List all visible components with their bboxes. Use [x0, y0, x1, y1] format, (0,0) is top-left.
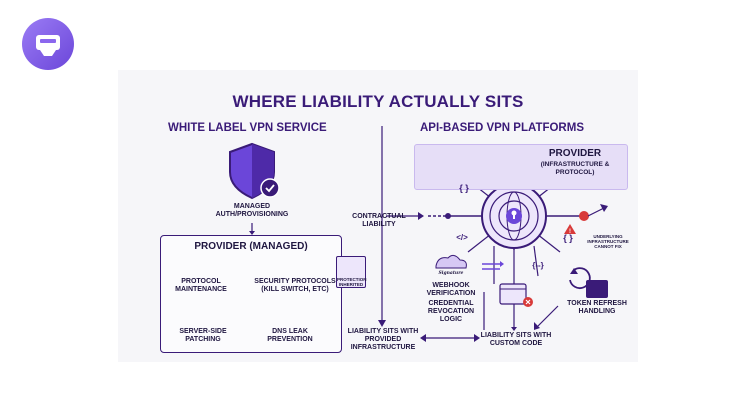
- provider-managed-title: PROVIDER (MANAGED): [194, 241, 308, 252]
- provider-infra-box: [414, 144, 628, 190]
- svg-text:!: !: [569, 229, 571, 235]
- protection-inherited-tag: PROTECTION INHERITED: [336, 256, 367, 288]
- warning-icon: !: [564, 224, 576, 235]
- contractual-liability-label: CONTRACTUAL LIABILITY: [352, 213, 406, 228]
- code-window-icon: [499, 283, 533, 307]
- left-heading: WHITE LABEL VPN SERVICE: [168, 122, 327, 134]
- shield-check-icon: [229, 142, 280, 200]
- liability-custom-label: LIABILITY SITS WITH CUSTOM CODE: [480, 332, 552, 347]
- infographic-title: WHERE LIABILITY ACTUALLY SITS: [232, 92, 524, 111]
- provider-title: PROVIDER: [548, 148, 602, 159]
- liability-provided-label: LIABILITY SITS WITH PROVIDED INFRASTRUCT…: [347, 328, 419, 351]
- credential-revocation-label: CREDENTIAL REVOCATION LOGIC: [427, 300, 475, 323]
- dashed-arrows-icon: [482, 261, 504, 270]
- token-refresh-label: TOKEN REFRESH HANDLING: [567, 300, 627, 315]
- code-tag-glyph: </>: [456, 233, 468, 242]
- managed-auth-label: MANAGED AUTH/PROVISIONING: [215, 203, 289, 218]
- protocol-maintenance-label: PROTOCOL MAINTENANCE: [175, 278, 227, 293]
- webhook-verification-label: WEBHOOK VERIFICATION: [426, 282, 476, 297]
- code-braces-glyph-right: { }: [563, 233, 573, 243]
- webhook-cloud-icon: [435, 254, 467, 269]
- app-logo[interactable]: [22, 18, 74, 70]
- token-refresh-icon: [569, 267, 608, 298]
- liability-infographic: WHERE LIABILITY ACTUALLY SITS </>: [118, 70, 638, 362]
- signature-text: Signature: [438, 271, 464, 276]
- right-heading: API-BASED VPN PLATFORMS: [420, 122, 584, 134]
- network-hub-icon: [428, 179, 608, 330]
- security-protocols-label: SECURITY PROTOCOLS (KILL SWITCH, ETC): [254, 278, 336, 293]
- code-braces-glyph: { }: [459, 183, 469, 193]
- code-dash-glyph: {--}: [532, 261, 544, 270]
- provider-managed-box: [160, 235, 342, 353]
- provider-subtitle: (INFRASTRUCTURE & PROTOCOL): [540, 161, 610, 176]
- server-side-patching-label: SERVER-SIDE PATCHING: [179, 328, 227, 343]
- underlying-infra-label: UNDERLYING INFRASTRUCTURE CANNOT FIX: [587, 234, 629, 249]
- dns-leak-prevention-label: DNS LEAK PREVENTION: [267, 328, 313, 343]
